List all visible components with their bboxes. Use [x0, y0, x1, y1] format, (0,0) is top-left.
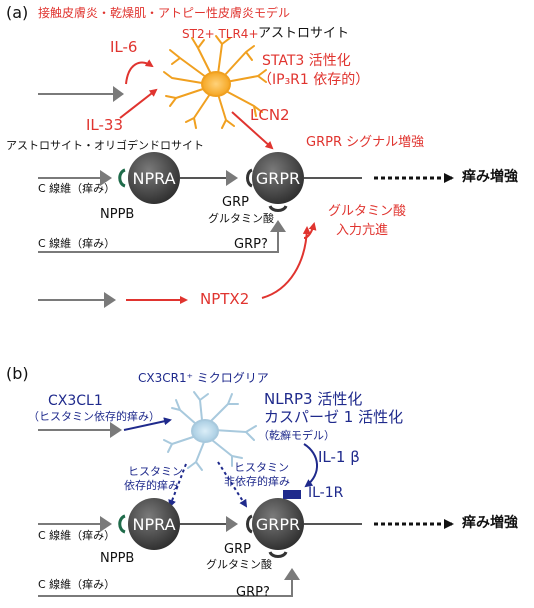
arrow-nptx2 — [261, 226, 311, 299]
grpr-label-b: GRPR — [255, 515, 301, 534]
npra-neuron-a — [128, 152, 180, 204]
label-cx3cl1: CX3CL1 — [48, 393, 103, 409]
label-il1b: IL-1 β — [318, 448, 360, 466]
label-glutamate-release-2: 入力亢進 — [336, 223, 389, 238]
label-grpr-signal: GRPR シグナル増強 — [306, 135, 425, 150]
label-nlrp3: NLRP3 活性化 — [264, 390, 363, 408]
il1r-receptor — [283, 490, 301, 499]
arrow-il33 — [119, 88, 158, 119]
label-itch-enhance-b: 痒み増強 — [462, 515, 518, 531]
grpr-receptor-a — [246, 168, 253, 188]
label-c-fiber-b2: C 線維（痒み） — [38, 578, 116, 591]
microglia-cell — [163, 391, 257, 471]
label-il33: IL-33 — [86, 116, 124, 134]
label-c-fiber-b1: C 線維（痒み） — [38, 529, 116, 542]
label-c-fiber-a2: C 線維（痒み） — [38, 237, 116, 250]
arrow-histamine-dep — [168, 463, 187, 508]
label-lcn2: LCN2 — [250, 106, 290, 124]
arrow-il1b — [303, 443, 318, 488]
astrocyte-cell — [163, 35, 267, 129]
npra-label-a: NPRA — [132, 169, 176, 188]
label-astro-markers: ST2+ TLR4+ — [182, 27, 259, 41]
grpr-bottom-receptor-b — [268, 551, 288, 558]
label-glutamate-b: グルタミン酸 — [206, 558, 272, 571]
label-histamine-dep-2: 依存的痒み — [124, 479, 179, 492]
label-glutamate-a: グルタミン酸 — [208, 212, 274, 225]
panel-b-label: (b) — [6, 364, 29, 383]
npra-label-b: NPRA — [132, 515, 176, 534]
fiber-a-c2 — [38, 220, 286, 253]
label-caspase: カスパーゼ 1 活性化 — [264, 408, 404, 426]
label-il6: IL-6 — [110, 38, 138, 56]
label-nptx2: NPTX2 — [200, 290, 250, 308]
label-dry-model: （乾癬モデル） — [258, 429, 335, 442]
npra-receptor-a — [118, 168, 126, 188]
label-cx3cl1-note: （ヒスタミン依存的痒み） — [28, 410, 160, 423]
label-stat3: STAT3 活性化 — [262, 53, 351, 69]
fiber-a-top — [38, 86, 124, 102]
label-nppb-b: NPPB — [100, 551, 135, 566]
label-astro-oligo: アストロサイト・オリゴデンドロサイト — [6, 139, 204, 152]
label-grp-q-a: GRP? — [234, 237, 268, 252]
fiber-a-c1 — [38, 170, 112, 186]
label-ip3r1: （IP₃R1 依存的） — [258, 72, 370, 88]
panel-a-label: (a) — [6, 3, 29, 22]
label-microglia: CX3CR1⁺ ミクログリア — [138, 371, 269, 385]
label-itch-enhance-a: 痒み増強 — [462, 169, 518, 185]
npra-receptor-b — [118, 514, 126, 534]
arrow-il6 — [125, 59, 154, 85]
arrow-histamine-indep — [217, 461, 248, 508]
grpr-label-a: GRPR — [255, 169, 301, 188]
npra-neuron-b — [128, 498, 180, 550]
arrow-cx3cl1 — [123, 417, 172, 431]
panel-a-title: 接触皮膚炎・乾燥肌・アトピー性皮膚炎モデル — [38, 6, 291, 20]
axon-npra-grpr-b — [180, 516, 238, 532]
label-histamine-indep-1: ヒスタミン — [234, 461, 289, 474]
fiber-b-c2 — [38, 568, 300, 597]
grpr-bottom-receptor-a — [268, 205, 288, 212]
label-nppb-a: NPPB — [100, 207, 135, 222]
arrow-lcn2 — [231, 111, 274, 150]
label-glutamate-release-1: グルタミン酸 — [328, 204, 407, 219]
grpr-neuron-b — [252, 498, 304, 550]
fiber-b-c1 — [38, 516, 112, 532]
fiber-b-top — [38, 422, 122, 438]
axon-npra-grpr-a — [180, 170, 238, 186]
label-grp-a: GRP — [222, 195, 249, 210]
fiber-a-nptx2 — [38, 292, 116, 308]
label-astrocyte: アストロサイト — [258, 26, 350, 41]
label-c-fiber-a1: C 線維（痒み） — [38, 182, 116, 195]
label-histamine-indep-2: 非依存的痒み — [224, 475, 290, 488]
label-grp-b: GRP — [224, 542, 251, 557]
label-histamine-dep-1: ヒスタミン — [128, 465, 183, 478]
label-il1r: IL-1R — [308, 485, 344, 501]
grpr-neuron-a — [252, 152, 304, 204]
label-grp-q-b: GRP? — [236, 585, 270, 600]
grpr-receptor-b — [246, 514, 253, 534]
